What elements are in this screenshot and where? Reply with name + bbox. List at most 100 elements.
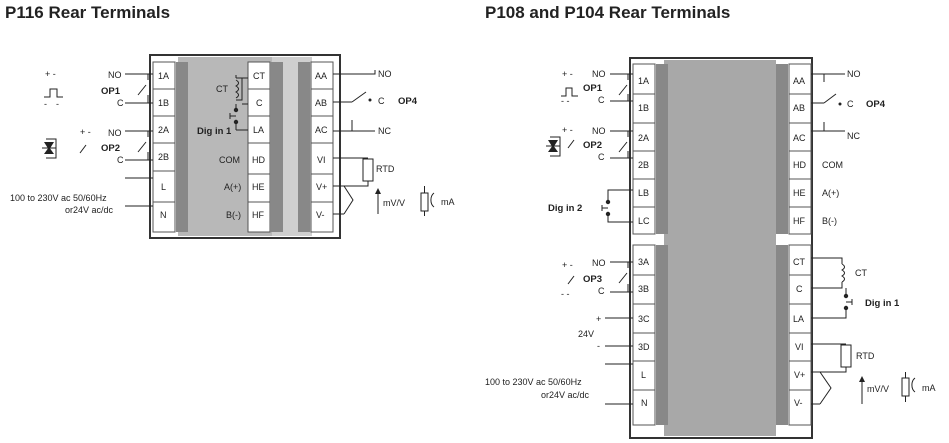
- p116-housing: [149, 54, 341, 239]
- label-a-plus: A(+): [822, 188, 839, 198]
- terminal-2A: 2A: [638, 133, 649, 143]
- p108-ct-dig-in-1: CT Dig in 1: [811, 257, 900, 319]
- p116-inner-terminals: CT C LA HD HE HF COM A(+) B(-): [219, 71, 270, 220]
- label-com: COM: [219, 155, 240, 165]
- op3-label: OP3: [583, 274, 602, 285]
- terminal-AB: AB: [793, 103, 805, 113]
- terminal-N: N: [641, 398, 648, 408]
- op2-no: NO: [592, 126, 606, 136]
- terminal-C: C: [796, 284, 803, 294]
- terminal-1A: 1A: [158, 71, 169, 81]
- terminal-2A: 2A: [158, 125, 169, 135]
- ct-label: CT: [216, 84, 228, 94]
- p116-op1: + - - - NO OP1 C: [44, 69, 153, 109]
- op3-no: NO: [592, 258, 606, 268]
- label-a-plus: A(+): [224, 182, 241, 192]
- ma-label: mA: [441, 197, 455, 207]
- p108-side-labels: COM A(+) B(-): [822, 160, 843, 226]
- terminal-3D: 3D: [638, 342, 650, 352]
- op4-c: C: [378, 96, 385, 106]
- op1-minus: - -: [561, 96, 570, 106]
- terminal-CT: CT: [253, 71, 265, 81]
- op3-c: C: [598, 286, 605, 296]
- supply-line-2: or24V ac/dc: [541, 390, 590, 400]
- op2-label: OP2: [583, 140, 602, 151]
- p116-op4: NO C OP4 NC: [333, 69, 418, 136]
- v24-label: 24V: [578, 329, 594, 339]
- terminal-2B: 2B: [158, 152, 169, 162]
- op4-no: NO: [378, 69, 392, 79]
- terminal-HE: HE: [252, 182, 265, 192]
- terminal-HE: HE: [793, 188, 806, 198]
- terminal-1B: 1B: [158, 98, 169, 108]
- dig-in-1-label: Dig in 1: [197, 126, 232, 137]
- op2-plus-minus: + -: [80, 127, 91, 137]
- p116-ct-dig-in: CT Dig in 1: [197, 75, 248, 137]
- mvv-label: mV/V: [867, 384, 889, 394]
- terminal-1B: 1B: [638, 103, 649, 113]
- terminal-V-plus: V+: [316, 182, 327, 192]
- terminal-V-plus: V+: [794, 370, 805, 380]
- op2-no: NO: [108, 128, 122, 138]
- op4-no: NO: [847, 69, 861, 79]
- terminal-V-minus: V-: [316, 210, 325, 220]
- p116-left-terminals: 1A 1B 2A 2B L N: [153, 71, 175, 220]
- p108-op3: + - - - NO OP3 C: [561, 258, 633, 299]
- op2-c: C: [117, 155, 124, 165]
- terminal-1A: 1A: [638, 76, 649, 86]
- op4-label: OP4: [866, 99, 886, 110]
- op1-c: C: [598, 95, 605, 105]
- op4-label: OP4: [398, 96, 418, 107]
- p108-supply: 100 to 230V ac 50/60Hz or24V ac/dc: [485, 363, 633, 405]
- p108-left-terminals: 1A 1B 2A 2B LB LC 3A 3B 3C 3D L N: [633, 76, 655, 408]
- ct-label: CT: [855, 268, 867, 278]
- rtd-label: RTD: [376, 164, 395, 174]
- p116-supply: 100 to 230V ac 50/60Hz or24V ac/dc: [10, 177, 153, 215]
- terminal-3B: 3B: [638, 284, 649, 294]
- p108-right-terminals: AA AB AC HD HE HF CT C LA VI V+ V-: [789, 76, 811, 408]
- terminal-VI: VI: [795, 342, 804, 352]
- terminal-LA: LA: [793, 314, 804, 324]
- dig-in-1-label: Dig in 1: [865, 298, 900, 309]
- op1-label: OP1: [101, 86, 121, 97]
- terminal-AC: AC: [315, 125, 328, 135]
- op1-minus: -: [44, 99, 47, 109]
- op2-label: OP2: [101, 143, 120, 154]
- p108-op2: + - NO OP2 C: [546, 125, 633, 162]
- terminal-AB: AB: [315, 98, 327, 108]
- label-com: COM: [822, 160, 843, 170]
- op1-no: NO: [108, 70, 122, 80]
- terminal-HD: HD: [793, 160, 806, 170]
- ma-label: mA: [922, 383, 936, 393]
- p108-title: P108 and P104 Rear Terminals: [485, 3, 730, 22]
- minus-label: -: [597, 341, 600, 351]
- supply-line-2: or24V ac/dc: [65, 205, 114, 215]
- p108-op1: + - - - NO OP1 C: [561, 69, 633, 106]
- supply-line-1: 100 to 230V ac 50/60Hz: [10, 193, 107, 203]
- p108-24v: + 24V -: [578, 314, 633, 351]
- terminal-VI: VI: [317, 155, 326, 165]
- p116-title: P116 Rear Terminals: [5, 3, 170, 22]
- op4-c: C: [847, 99, 854, 109]
- op1-no: NO: [592, 69, 606, 79]
- terminal-LC: LC: [638, 216, 650, 226]
- terminal-L: L: [161, 182, 166, 192]
- label-b-minus: B(-): [226, 210, 241, 220]
- terminal-AA: AA: [793, 76, 805, 86]
- op1-plus: + -: [562, 69, 573, 79]
- terminal-N: N: [160, 210, 167, 220]
- p108-sensor: RTD mV/V mA: [811, 343, 936, 405]
- terminal-HF: HF: [793, 216, 805, 226]
- op1-plus-minus: + -: [45, 69, 56, 79]
- op3-plus: + -: [562, 260, 573, 270]
- rtd-label: RTD: [856, 351, 875, 361]
- terminal-V-minus: V-: [794, 398, 803, 408]
- terminal-AC: AC: [793, 133, 806, 143]
- p116-op2: + - NO OP2 C: [42, 127, 153, 165]
- terminal-LA: LA: [253, 125, 264, 135]
- supply-line-1: 100 to 230V ac 50/60Hz: [485, 377, 582, 387]
- mvv-label: mV/V: [383, 198, 405, 208]
- p108-dig-in-2: Dig in 2: [548, 189, 633, 223]
